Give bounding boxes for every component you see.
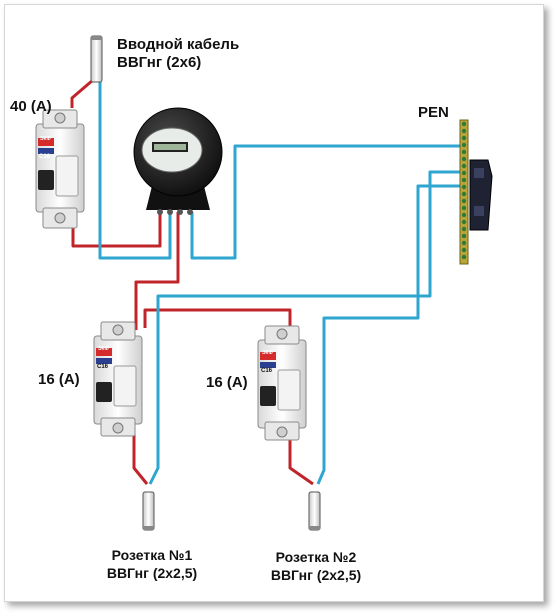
busbar-screw xyxy=(461,205,467,211)
breaker-2-rating: 16 (А) xyxy=(206,374,248,391)
breaker-2-brand: ЭКФ xyxy=(262,350,273,356)
busbar-screw xyxy=(461,233,467,239)
outlet-1-label-line2: ВВГнг (2х2,5) xyxy=(106,565,198,581)
diagram-frame xyxy=(4,4,544,602)
busbar-screw xyxy=(461,142,467,148)
neutral-wire-outlet1 xyxy=(148,170,462,485)
breaker-1-brand: ЭКФ xyxy=(98,346,109,352)
breaker-2-badge: C16 xyxy=(261,368,273,374)
neutral-wire-input xyxy=(98,80,172,260)
phase-wire-breaker1-to-breaker2 xyxy=(143,308,292,340)
busbar-screw xyxy=(461,149,467,155)
phase-wires xyxy=(70,78,314,486)
busbar-screw xyxy=(461,128,467,134)
busbar-screw xyxy=(461,240,467,246)
input-cable-label-line2: ВВГнг (2х6) xyxy=(117,54,202,71)
busbar-screws xyxy=(461,121,467,260)
input-cable-label: Вводной кабель ВВГнг (2х6) xyxy=(117,36,239,72)
phase-wire-main-to-meter xyxy=(71,210,162,248)
busbar-screw xyxy=(461,135,467,141)
neutral-wire-meter-to-pen xyxy=(190,144,462,260)
busbar-screw xyxy=(461,184,467,190)
outlet-1-label-line1: Розетка №1 xyxy=(111,547,193,563)
electric-meter xyxy=(133,107,223,215)
outlet-2-label-line1: Розетка №2 xyxy=(275,549,357,565)
busbar-screw xyxy=(461,212,467,218)
busbar-screw xyxy=(461,247,467,253)
breaker-2[interactable] xyxy=(257,325,307,441)
breaker-1[interactable] xyxy=(93,321,143,437)
busbar-screw xyxy=(461,170,467,176)
input-cable-label-line1: Вводной кабель xyxy=(117,36,240,53)
input-cable xyxy=(90,35,103,83)
outlet-2-label: Розетка №2 ВВГнг (2х2,5) xyxy=(256,548,376,584)
busbar-screw xyxy=(461,191,467,197)
breaker-1-rating: 16 (А) xyxy=(38,371,80,388)
main-breaker-rating: 40 (А) xyxy=(10,98,52,115)
neutral-wires xyxy=(98,80,462,485)
outlet-1-label: Розетка №1 ВВГнг (2х2,5) xyxy=(92,546,212,582)
pen-busbar xyxy=(459,119,493,265)
busbar-screw xyxy=(461,163,467,169)
busbar-screw xyxy=(461,254,467,260)
busbar-screw xyxy=(461,226,467,232)
phase-wire-breaker1-out xyxy=(132,428,149,485)
outlet-1-cable xyxy=(142,491,155,531)
phase-wire-meter-to-breaker1 xyxy=(134,212,180,330)
phase-wire-breaker2-out xyxy=(288,436,314,486)
main-breaker-badge: C16 xyxy=(39,154,51,160)
outlet-2-cable xyxy=(308,491,321,531)
phase-wire-input xyxy=(70,78,94,108)
busbar-screw xyxy=(461,121,467,127)
busbar-screw xyxy=(461,156,467,162)
busbar-screw xyxy=(461,219,467,225)
busbar-screw xyxy=(461,198,467,204)
main-breaker[interactable] xyxy=(35,109,85,229)
busbar-screw xyxy=(461,177,467,183)
outlet-2-label-line2: ВВГнг (2х2,5) xyxy=(270,567,362,583)
breaker-1-badge: C16 xyxy=(97,364,109,370)
main-breaker-brand: ЭКФ xyxy=(40,136,51,142)
pen-label: PEN xyxy=(418,104,449,121)
neutral-wire-outlet2 xyxy=(316,184,462,485)
